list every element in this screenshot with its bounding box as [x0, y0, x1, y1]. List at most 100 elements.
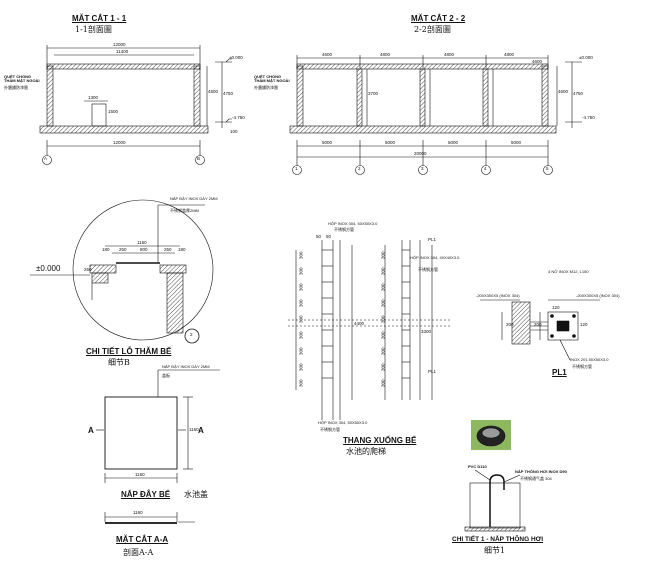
grid-bubble-b: [195, 155, 205, 165]
section-a-width: 1160: [133, 510, 143, 515]
waterproof-note-2: QUÉT CHỐNG THẤM MẶT NGOÀI: [254, 74, 290, 83]
detail-opening-small-1: 180: [102, 247, 110, 252]
grid-label-5: 5: [546, 166, 549, 171]
pl1-dim-1: 200: [506, 322, 514, 327]
cover-plan: [96, 369, 220, 483]
ladder-subtitle: 水池的爬梯: [346, 447, 386, 456]
ladder-rung-dim: 300: [380, 331, 386, 340]
section-a-subtitle: 剖面A-A: [123, 548, 154, 557]
level-bottom-2: -4.750: [582, 115, 595, 120]
pl1-left-note: -200X300X5 (INOX 304): [476, 293, 520, 298]
dim-bottom-3: 5000: [448, 140, 459, 145]
dim-height-left-2: 4600: [558, 89, 569, 94]
ladder-rung-dim: 300: [298, 283, 304, 292]
dim-top-4: 4800: [504, 52, 515, 57]
grid-label-a: A: [44, 156, 48, 161]
cover-width: 1160: [135, 472, 145, 477]
ladder-dim-top-1: 50: [316, 234, 322, 239]
grid-label-b: B: [197, 156, 201, 161]
ladder-dim-top-2: 50: [326, 234, 332, 239]
detail-opening-title: CHI TIẾT LỖ THĂM BỂ: [86, 347, 172, 356]
waterproof-note: QUÉT CHỐNG THẤM MẶT NGOÀI: [4, 74, 40, 83]
section-1-1-subtitle: 1-1剖面圖: [75, 25, 112, 34]
ladder-note-bottom: HỘP INOX 304, 50X50X3.0: [318, 420, 368, 425]
detail-marker-label: 2: [190, 332, 193, 337]
section-2-2-subtitle: 2-2剖面圖: [414, 25, 451, 34]
detail-marker: [184, 328, 200, 344]
ladder-rung-dim: 300: [298, 267, 304, 276]
pl1-detail: [480, 299, 600, 361]
waterproof-note-cn: 外牆鋪防滲層: [4, 85, 28, 90]
dim-top-2: 4800: [380, 52, 391, 57]
vent-detail: [464, 420, 526, 532]
dim-total-outer: 12000: [113, 42, 126, 47]
vent-subtitle: 细节1: [484, 546, 506, 555]
level-bottom: -4.750: [232, 115, 245, 120]
detail-opening-level: ±0.000: [36, 264, 61, 273]
ladder-note-top: HỘP INOX 304, 50X50X3.0: [328, 221, 378, 226]
vent-cap: NẮP THÔNG HƠI INOX D90: [515, 469, 567, 474]
cover-height: 1160: [189, 427, 199, 432]
ladder-rung-dim: 300: [380, 347, 386, 356]
section-2-2-title: MẶT CẮT 2 - 2: [411, 14, 466, 23]
pl1-title: PL1: [552, 368, 567, 377]
section-1-1-title: MẶT CẮT 1 - 1: [72, 14, 127, 23]
ladder-rung-dim: 300: [298, 331, 304, 340]
detail-opening: [30, 199, 214, 341]
pl1-bottom-note: INOX 201 50X50X3.0: [570, 357, 609, 362]
dim-total: 20000: [414, 151, 427, 156]
grid-label-1: 1: [295, 166, 298, 171]
ladder-rung-dim: 300: [380, 315, 386, 324]
ladder-rung-dim: 300: [298, 299, 304, 308]
level-top: ±0.000: [229, 55, 243, 60]
section-2-2: [289, 55, 582, 168]
pl1-bottom-note-cn: 不锈钢方管: [572, 364, 592, 369]
ladder-drawing: [288, 240, 450, 420]
cover-title: NẮP ĐẬY BỂ: [121, 490, 171, 499]
detail-opening-small-3: 250: [164, 247, 172, 252]
detail-opening-note-cn: 不锈钢盖厚2MM: [170, 208, 199, 213]
ladder-total-right: 3300: [421, 329, 432, 334]
cover-subtitle: 水池盖: [184, 490, 208, 499]
dim-inner: 3700: [368, 91, 379, 96]
cover-note-cn: 盖板: [162, 373, 170, 378]
pl1-dim-3: 120: [552, 305, 560, 310]
dim-bottom: 12000: [113, 140, 126, 145]
dim-opening-height: 1500: [108, 109, 119, 114]
ladder-rung-dim: 300: [380, 267, 386, 276]
vent-cap-cn: 不锈钢通气盖 304: [520, 476, 552, 481]
waterproof-note-2-cn: 外牆鋪防滲層: [254, 85, 278, 90]
section-a-a: [104, 512, 195, 524]
dim-top-1: 4600: [322, 52, 333, 57]
detail-opening-dim-2: 800: [140, 247, 148, 252]
dim-total-inner: 11400: [116, 49, 129, 54]
ladder-title: THANG XUỐNG BỂ: [343, 436, 417, 445]
ladder-mark-bottom: PL1: [428, 369, 437, 374]
section-a-title: MẶT CẮT A-A: [116, 535, 169, 544]
ladder-rung-dim: 300: [380, 379, 386, 388]
ladder-rung-dim: 300: [298, 363, 304, 372]
grid-label-3: 3: [421, 166, 424, 171]
cut-mark-right: A: [198, 426, 204, 435]
dim-top-3: 4800: [444, 52, 455, 57]
ladder-mark-top: PL1: [428, 237, 437, 242]
dim-bottom-2: 5000: [385, 140, 396, 145]
detail-opening-small-2: 250: [119, 247, 127, 252]
detail-opening-subtitle: 细节B: [108, 358, 130, 367]
cover-note: NẮP ĐẬY INOX DÀY 2MM: [162, 364, 210, 369]
pl1-dim-2: 200: [534, 322, 542, 327]
level-height: 4750: [223, 91, 234, 96]
ladder-rungs: [322, 249, 410, 379]
ladder-rung-dim: 300: [298, 347, 304, 356]
pl1-right-note: -200X300X5 (INOX 304): [576, 293, 620, 298]
ladder-note-bottom-cn: 不锈钢方管: [320, 427, 340, 432]
ladder-total: 4400: [354, 321, 365, 326]
dim-bottom-1: 5000: [322, 140, 333, 145]
pl1-bolts: 4 NỞ INOX M12, L150: [548, 269, 589, 274]
ladder-rung-dim: 300: [380, 251, 386, 260]
ladder-rung-dim: 300: [380, 283, 386, 292]
dim-opening: 1300: [88, 95, 99, 100]
vent-title: CHI TIẾT 1 - NẮP THÔNG HƠI: [452, 536, 544, 543]
section-1-1: [39, 45, 232, 158]
